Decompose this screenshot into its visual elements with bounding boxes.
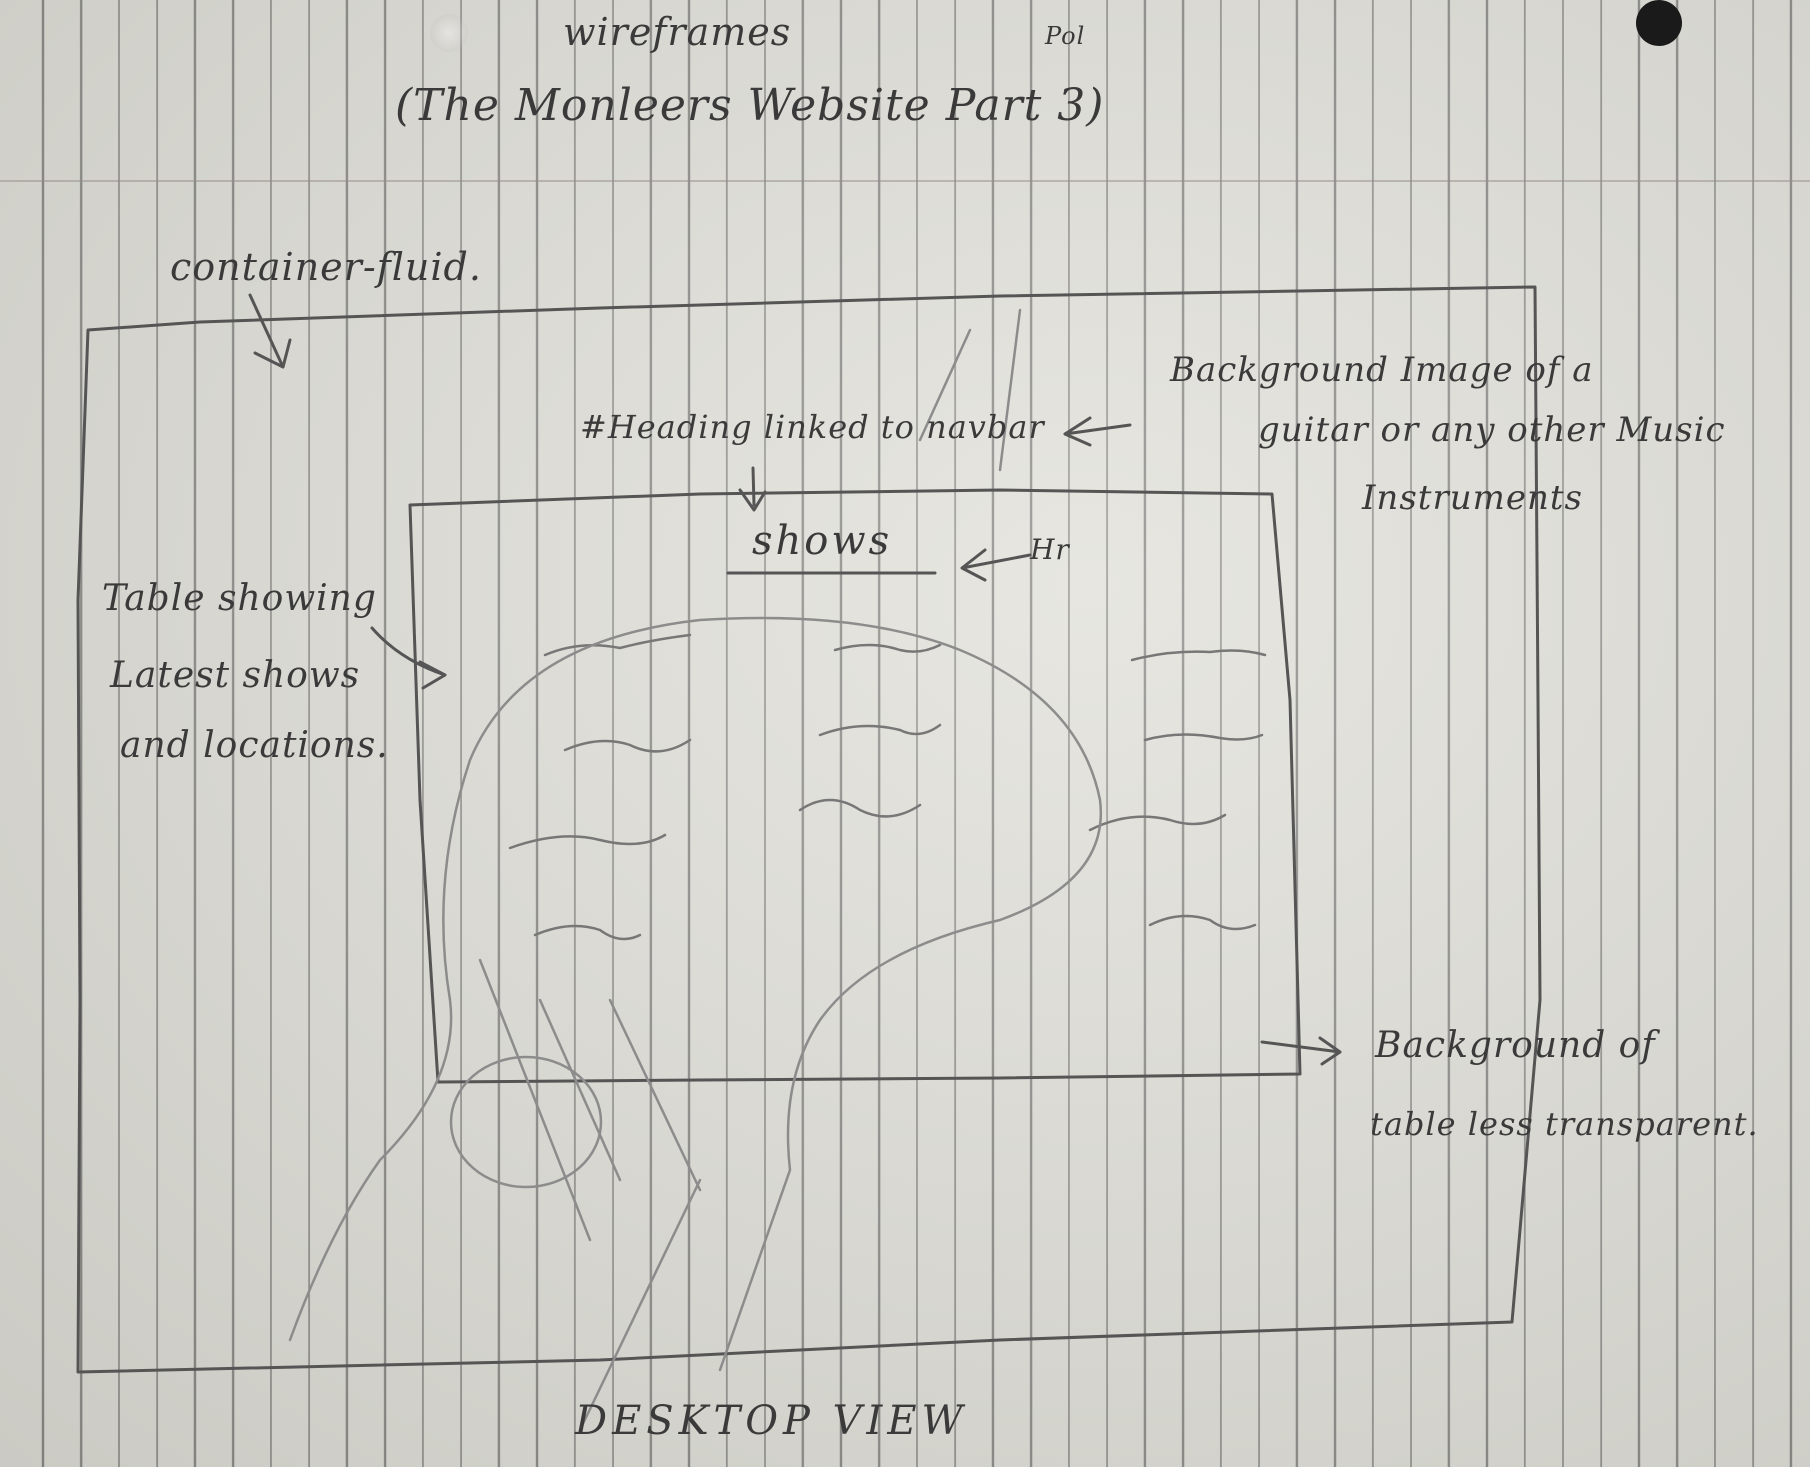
container-arrow bbox=[248, 293, 292, 369]
table-note-line3: and locations. bbox=[120, 725, 389, 766]
table-bg-arrow bbox=[1260, 1036, 1342, 1066]
title: wireframes bbox=[563, 10, 792, 54]
table-arrow bbox=[370, 626, 447, 690]
guitar-outline bbox=[288, 308, 1103, 1372]
guitar-soundhole bbox=[449, 1055, 603, 1189]
table-note-line1: Table showing bbox=[102, 578, 377, 619]
background-note-line1: Background Image of a bbox=[1170, 350, 1594, 390]
table-box bbox=[408, 488, 1302, 1084]
background-arrow bbox=[1063, 416, 1132, 447]
container-label: container-fluid. bbox=[170, 245, 482, 289]
container-box bbox=[76, 285, 1542, 1374]
heading-note: #Heading linked to navbar bbox=[580, 408, 1045, 446]
table-bg-note-line2: table less transparent. bbox=[1370, 1105, 1759, 1143]
background-note-line2: guitar or any other Music bbox=[1258, 410, 1726, 450]
hr-arrow bbox=[960, 548, 1032, 582]
hr-label: Hr bbox=[1030, 533, 1070, 566]
punch-hole-dark bbox=[1636, 0, 1682, 46]
table-note-line2: Latest shows bbox=[110, 655, 361, 696]
subtitle: (The Monleers Website Part 3) bbox=[395, 80, 1105, 131]
shows-heading: shows bbox=[752, 518, 893, 564]
paper-margin-line bbox=[0, 180, 1810, 182]
table-bg-note-line1: Background of bbox=[1375, 1025, 1656, 1066]
punch-hole bbox=[430, 14, 468, 52]
view-label: DESKTOP VIEW bbox=[575, 1398, 968, 1444]
background-note-line3: Instruments bbox=[1362, 478, 1583, 518]
heading-arrow bbox=[738, 466, 767, 512]
corner-note: Pol bbox=[1045, 22, 1086, 50]
